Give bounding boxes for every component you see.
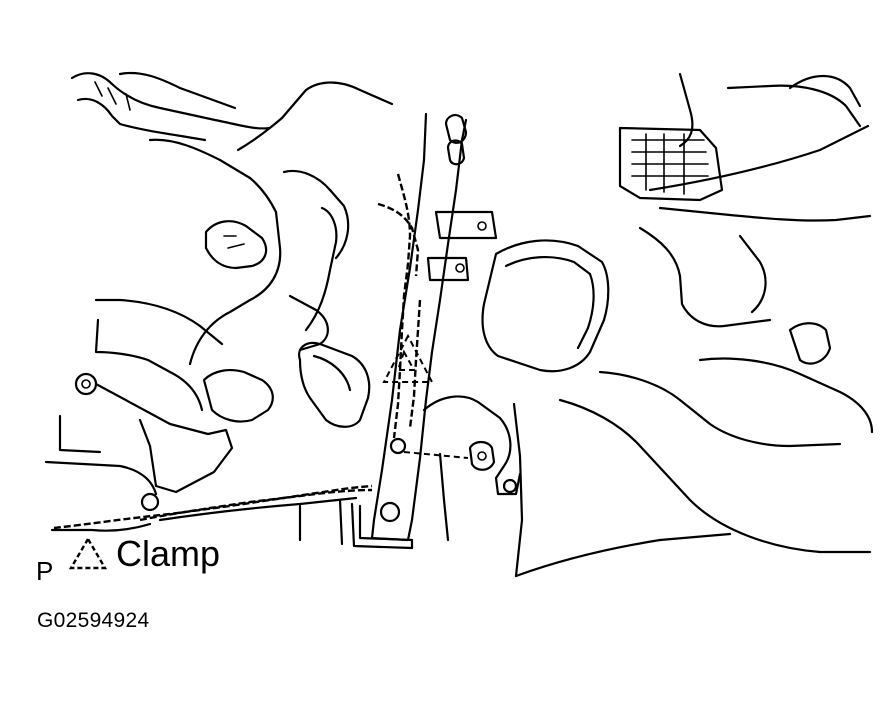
legend-label: Clamp	[116, 533, 221, 574]
right-engine-components	[598, 72, 874, 448]
lower-bolt-bracket	[403, 395, 522, 496]
throttle-linkage	[44, 372, 234, 532]
lower-right-panel	[512, 398, 872, 578]
center-canister	[298, 341, 371, 428]
legend-marker: P	[36, 556, 54, 586]
clamp-triangle-marker	[382, 333, 434, 383]
bottom-left-hose	[158, 452, 450, 546]
figure-id: G02594924	[37, 609, 150, 632]
wire-harness	[53, 173, 422, 530]
dashed-triangle-clamp-icon	[68, 536, 108, 570]
left-body-panel	[94, 81, 394, 423]
upper-left-hose	[70, 71, 272, 142]
center-mounting-bracket	[350, 112, 468, 550]
bracket-tabs	[426, 210, 498, 282]
relay-box	[481, 239, 610, 373]
